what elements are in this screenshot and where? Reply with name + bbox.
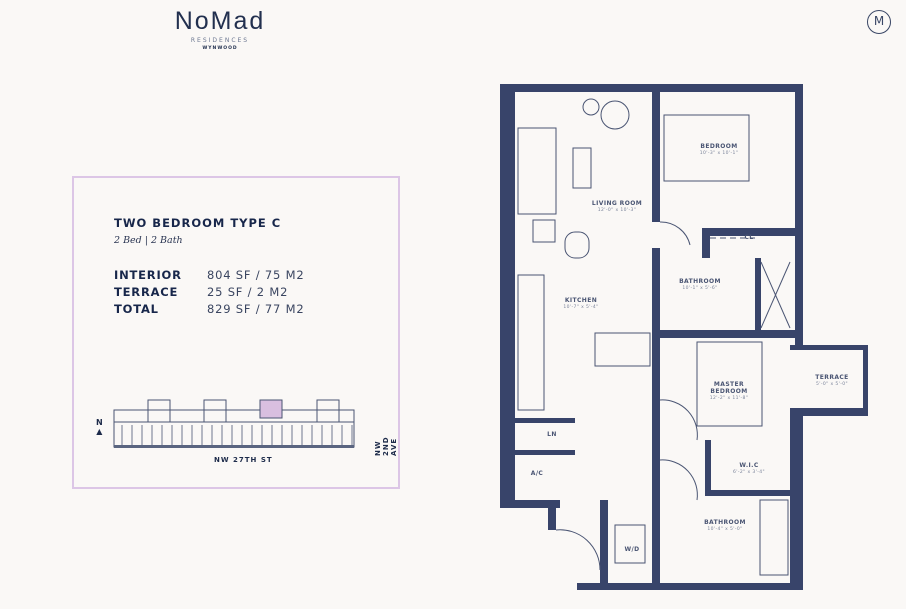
- area-row: TERRACE 25 SF / 2 M2: [114, 285, 288, 299]
- room-washer-dryer: W/D: [624, 546, 640, 553]
- area-row: INTERIOR 804 SF / 75 M2: [114, 268, 304, 282]
- logo-brand: NoMad: [174, 7, 266, 35]
- logo-sub: RESIDENCES: [190, 37, 250, 44]
- furniture: [517, 98, 791, 576]
- key-plan: [113, 399, 355, 448]
- logo: NoMad RESIDENCES WYNWOOD: [150, 8, 290, 51]
- room-closet: CL: [744, 234, 754, 241]
- unit-subtitle: 2 Bed | 2 Bath: [114, 235, 183, 246]
- walls: [500, 84, 868, 590]
- logo-location: WYNWOOD: [202, 46, 238, 51]
- area-value: 829 SF / 77 M2: [207, 302, 305, 316]
- area-row: TOTAL 829 SF / 77 M2: [114, 302, 304, 316]
- street-label: NW 27TH ST: [214, 456, 273, 464]
- circle-monogram-icon: M: [867, 10, 891, 34]
- room-ac: A/C: [530, 470, 544, 477]
- area-value: 804 SF / 75 M2: [207, 268, 305, 282]
- north-indicator: N▲: [96, 418, 103, 436]
- unit-title: TWO BEDROOM TYPE C: [114, 216, 282, 230]
- area-value: 25 SF / 2 M2: [207, 285, 289, 299]
- unit-info-card: TWO BEDROOM TYPE C 2 Bed | 2 Bath INTERI…: [72, 176, 400, 489]
- area-label: INTERIOR: [114, 268, 182, 282]
- key-plan-highlight: [259, 399, 283, 419]
- room-linen: LN: [547, 431, 557, 438]
- area-label: TOTAL: [114, 302, 159, 316]
- area-label: TERRACE: [114, 285, 179, 299]
